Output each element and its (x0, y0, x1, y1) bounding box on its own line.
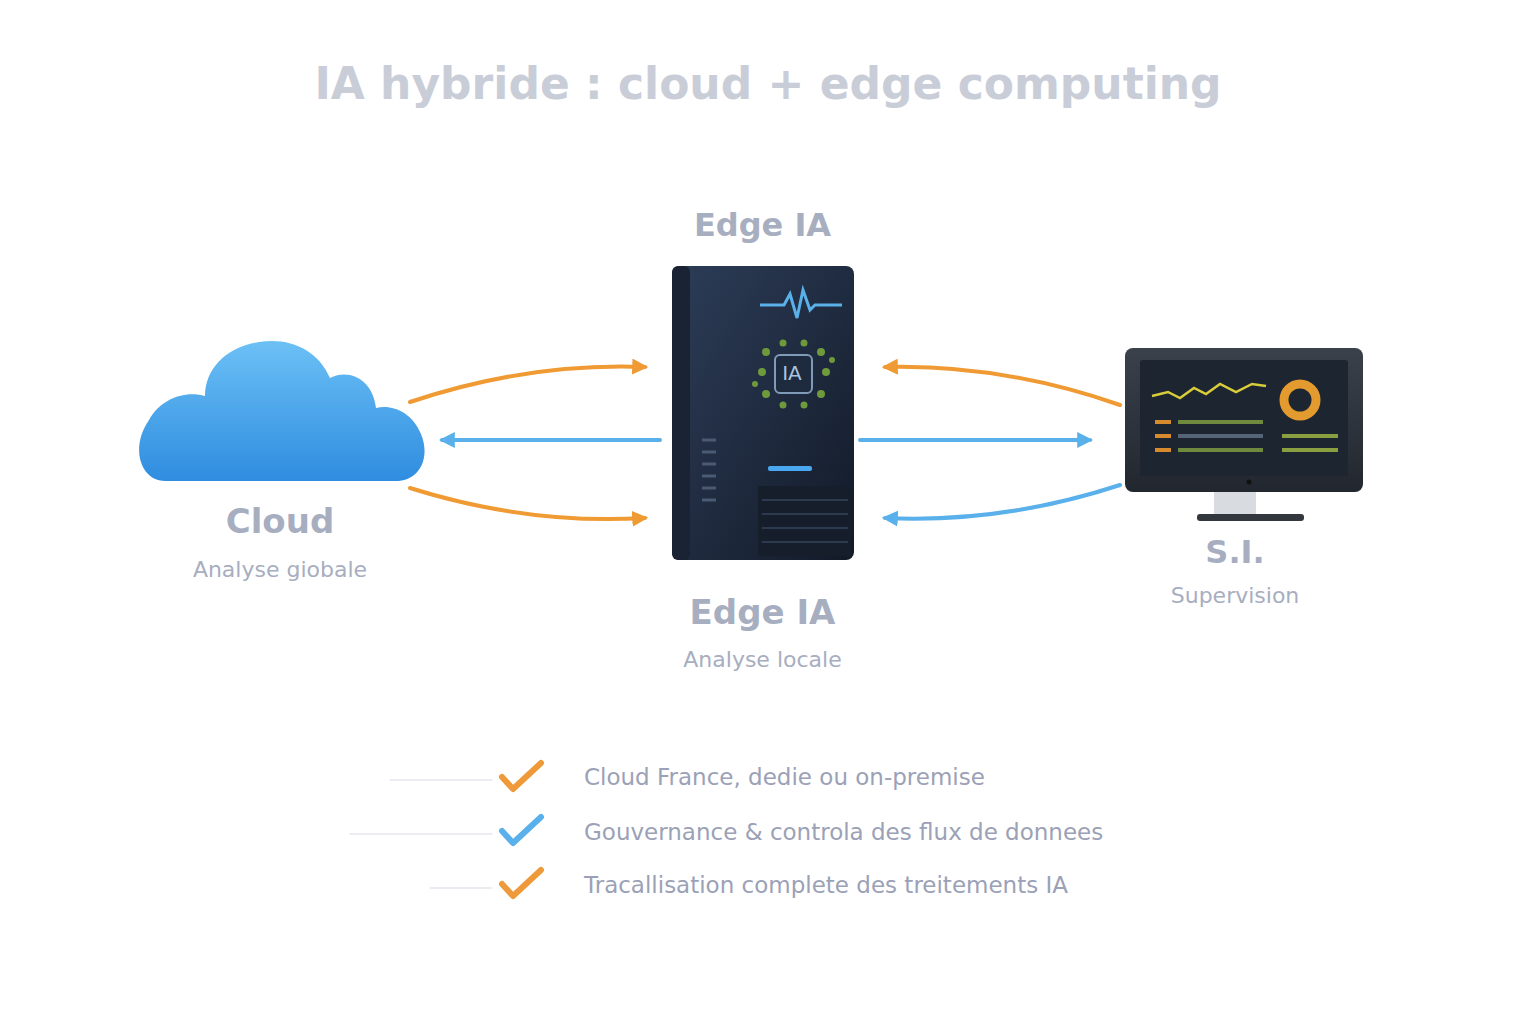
flow-arrow (860, 438, 1090, 442)
node-heading: S.I. (1090, 533, 1380, 571)
node-box: S.I. Supervision (1090, 340, 1380, 615)
node-box: CloudAnalyse giobale (130, 335, 430, 595)
flow-arrow (885, 485, 1120, 519)
flow-arrow (410, 488, 645, 519)
node-text: Edge IA (640, 592, 885, 632)
check-decor (350, 763, 541, 896)
server-icon (672, 266, 854, 560)
flow-arrow (410, 367, 645, 402)
node-text: Analyse locale (640, 647, 885, 672)
flow-arrow (442, 438, 660, 442)
checklist-item: Cloud France, dedie ou on-premise (584, 764, 985, 790)
checklist-item: Tracallisation complete des treitements … (584, 872, 1068, 898)
node-heading: Edge IA (640, 206, 885, 244)
monitor-icon (1125, 348, 1363, 521)
node-text: Supervision (1090, 583, 1380, 608)
node-box: Edge IA IA Edge IA Analyse locale (640, 200, 885, 675)
node-heading: Cloud (130, 501, 430, 541)
node-text: IA (772, 361, 812, 385)
checklist-item: Gouvernance & controla des flux de donne… (584, 819, 1103, 845)
cloud-icon (139, 341, 424, 481)
flow-arrow (885, 367, 1120, 405)
diagram-title: IA hybride : cloud + edge computing (0, 58, 1536, 109)
node-text: Analyse giobale (130, 557, 430, 582)
